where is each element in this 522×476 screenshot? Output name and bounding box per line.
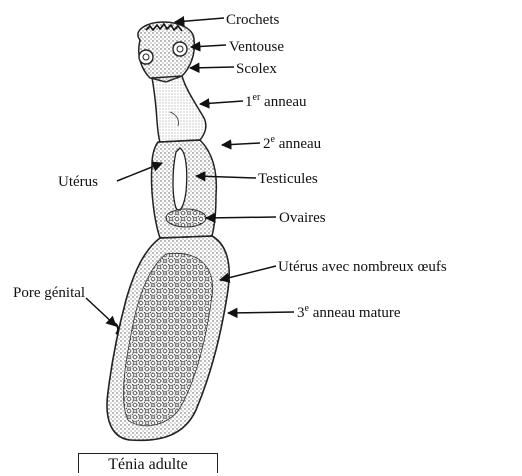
arrow-anneau1 bbox=[200, 101, 243, 104]
label-scolex: Scolex bbox=[236, 61, 277, 77]
arrow-pore-genital bbox=[86, 298, 116, 326]
arrow-crochets bbox=[175, 18, 224, 22]
label-testicules: Testicules bbox=[258, 171, 318, 187]
label-anneau2: 2e anneau bbox=[263, 134, 322, 152]
figure-caption: Ténia adulte bbox=[78, 453, 218, 473]
mature-segment bbox=[107, 236, 229, 440]
label-uterus-oeufs: Utérus avec nombreux œufs bbox=[278, 259, 447, 275]
label-ovaires: Ovaires bbox=[279, 210, 326, 226]
ovaries-blob bbox=[166, 209, 206, 227]
scolex bbox=[138, 22, 195, 82]
first-segment bbox=[152, 76, 206, 142]
arrow-anneau2 bbox=[222, 143, 260, 145]
second-segment bbox=[151, 140, 216, 238]
label-pore-genital: Pore génital bbox=[13, 285, 85, 301]
label-uterus: Utérus bbox=[58, 174, 98, 190]
arrow-anneau3 bbox=[228, 312, 294, 313]
label-anneau1: 1er anneau bbox=[245, 92, 307, 110]
label-crochets: Crochets bbox=[226, 12, 279, 28]
arrow-ventouse bbox=[191, 45, 226, 47]
arrow-ovaires bbox=[206, 217, 276, 218]
label-anneau3: 3e anneau mature bbox=[297, 303, 401, 321]
uterus-tube bbox=[173, 148, 187, 210]
label-ventouse: Ventouse bbox=[229, 39, 284, 55]
sucker-right bbox=[173, 42, 187, 56]
arrow-scolex bbox=[190, 67, 234, 68]
sucker-left bbox=[139, 50, 153, 64]
